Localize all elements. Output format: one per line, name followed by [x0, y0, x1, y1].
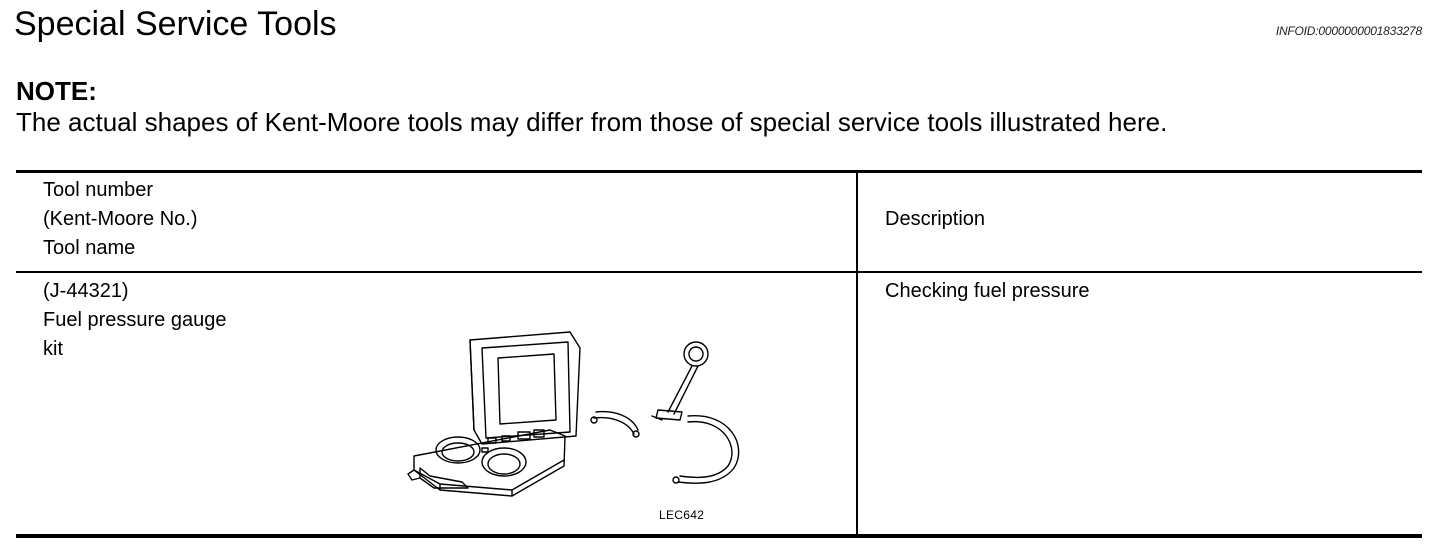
figure-code: LEC642	[659, 508, 705, 522]
table-top-rule	[16, 170, 1422, 173]
row-tool-number: (J-44321)	[43, 280, 129, 302]
fuel-pressure-gauge-kit-illustration	[407, 331, 740, 497]
case-base	[413, 429, 566, 497]
gauge-stem	[667, 365, 693, 413]
row-tool-cell: (J-44321) Fuel pressure gauge kit	[43, 277, 226, 364]
gauge-recess-right	[481, 447, 527, 477]
header-tool-number: Tool number	[43, 179, 154, 201]
lid-window	[497, 353, 557, 425]
pressure-gauge	[683, 341, 709, 367]
note-text: The actual shapes of Kent-Moore tools ma…	[16, 107, 1168, 137]
header-description: Description	[885, 208, 986, 230]
short-hose	[595, 410, 639, 431]
row-tool-name-line1: Fuel pressure gauge	[43, 309, 227, 331]
table-bottom-rule	[16, 534, 1422, 538]
info-id: INFOID:0000000001833278	[1275, 24, 1422, 38]
page-title: Special Service Tools	[14, 5, 337, 43]
table-header-rule	[16, 271, 1422, 273]
header-kent-moore-no: (Kent-Moore No.)	[43, 208, 198, 230]
long-hose	[677, 415, 740, 484]
row-description: Checking fuel pressure	[885, 280, 1090, 302]
gauge-recess-left	[435, 436, 481, 464]
row-tool-name-line2: kit	[43, 338, 63, 360]
case-lid	[469, 331, 581, 445]
header-tool-cell: Tool number (Kent-Moore No.) Tool name	[43, 176, 198, 263]
note-label: NOTE:	[16, 76, 97, 106]
column-divider	[856, 172, 858, 536]
header-tool-name: Tool name	[43, 237, 136, 259]
